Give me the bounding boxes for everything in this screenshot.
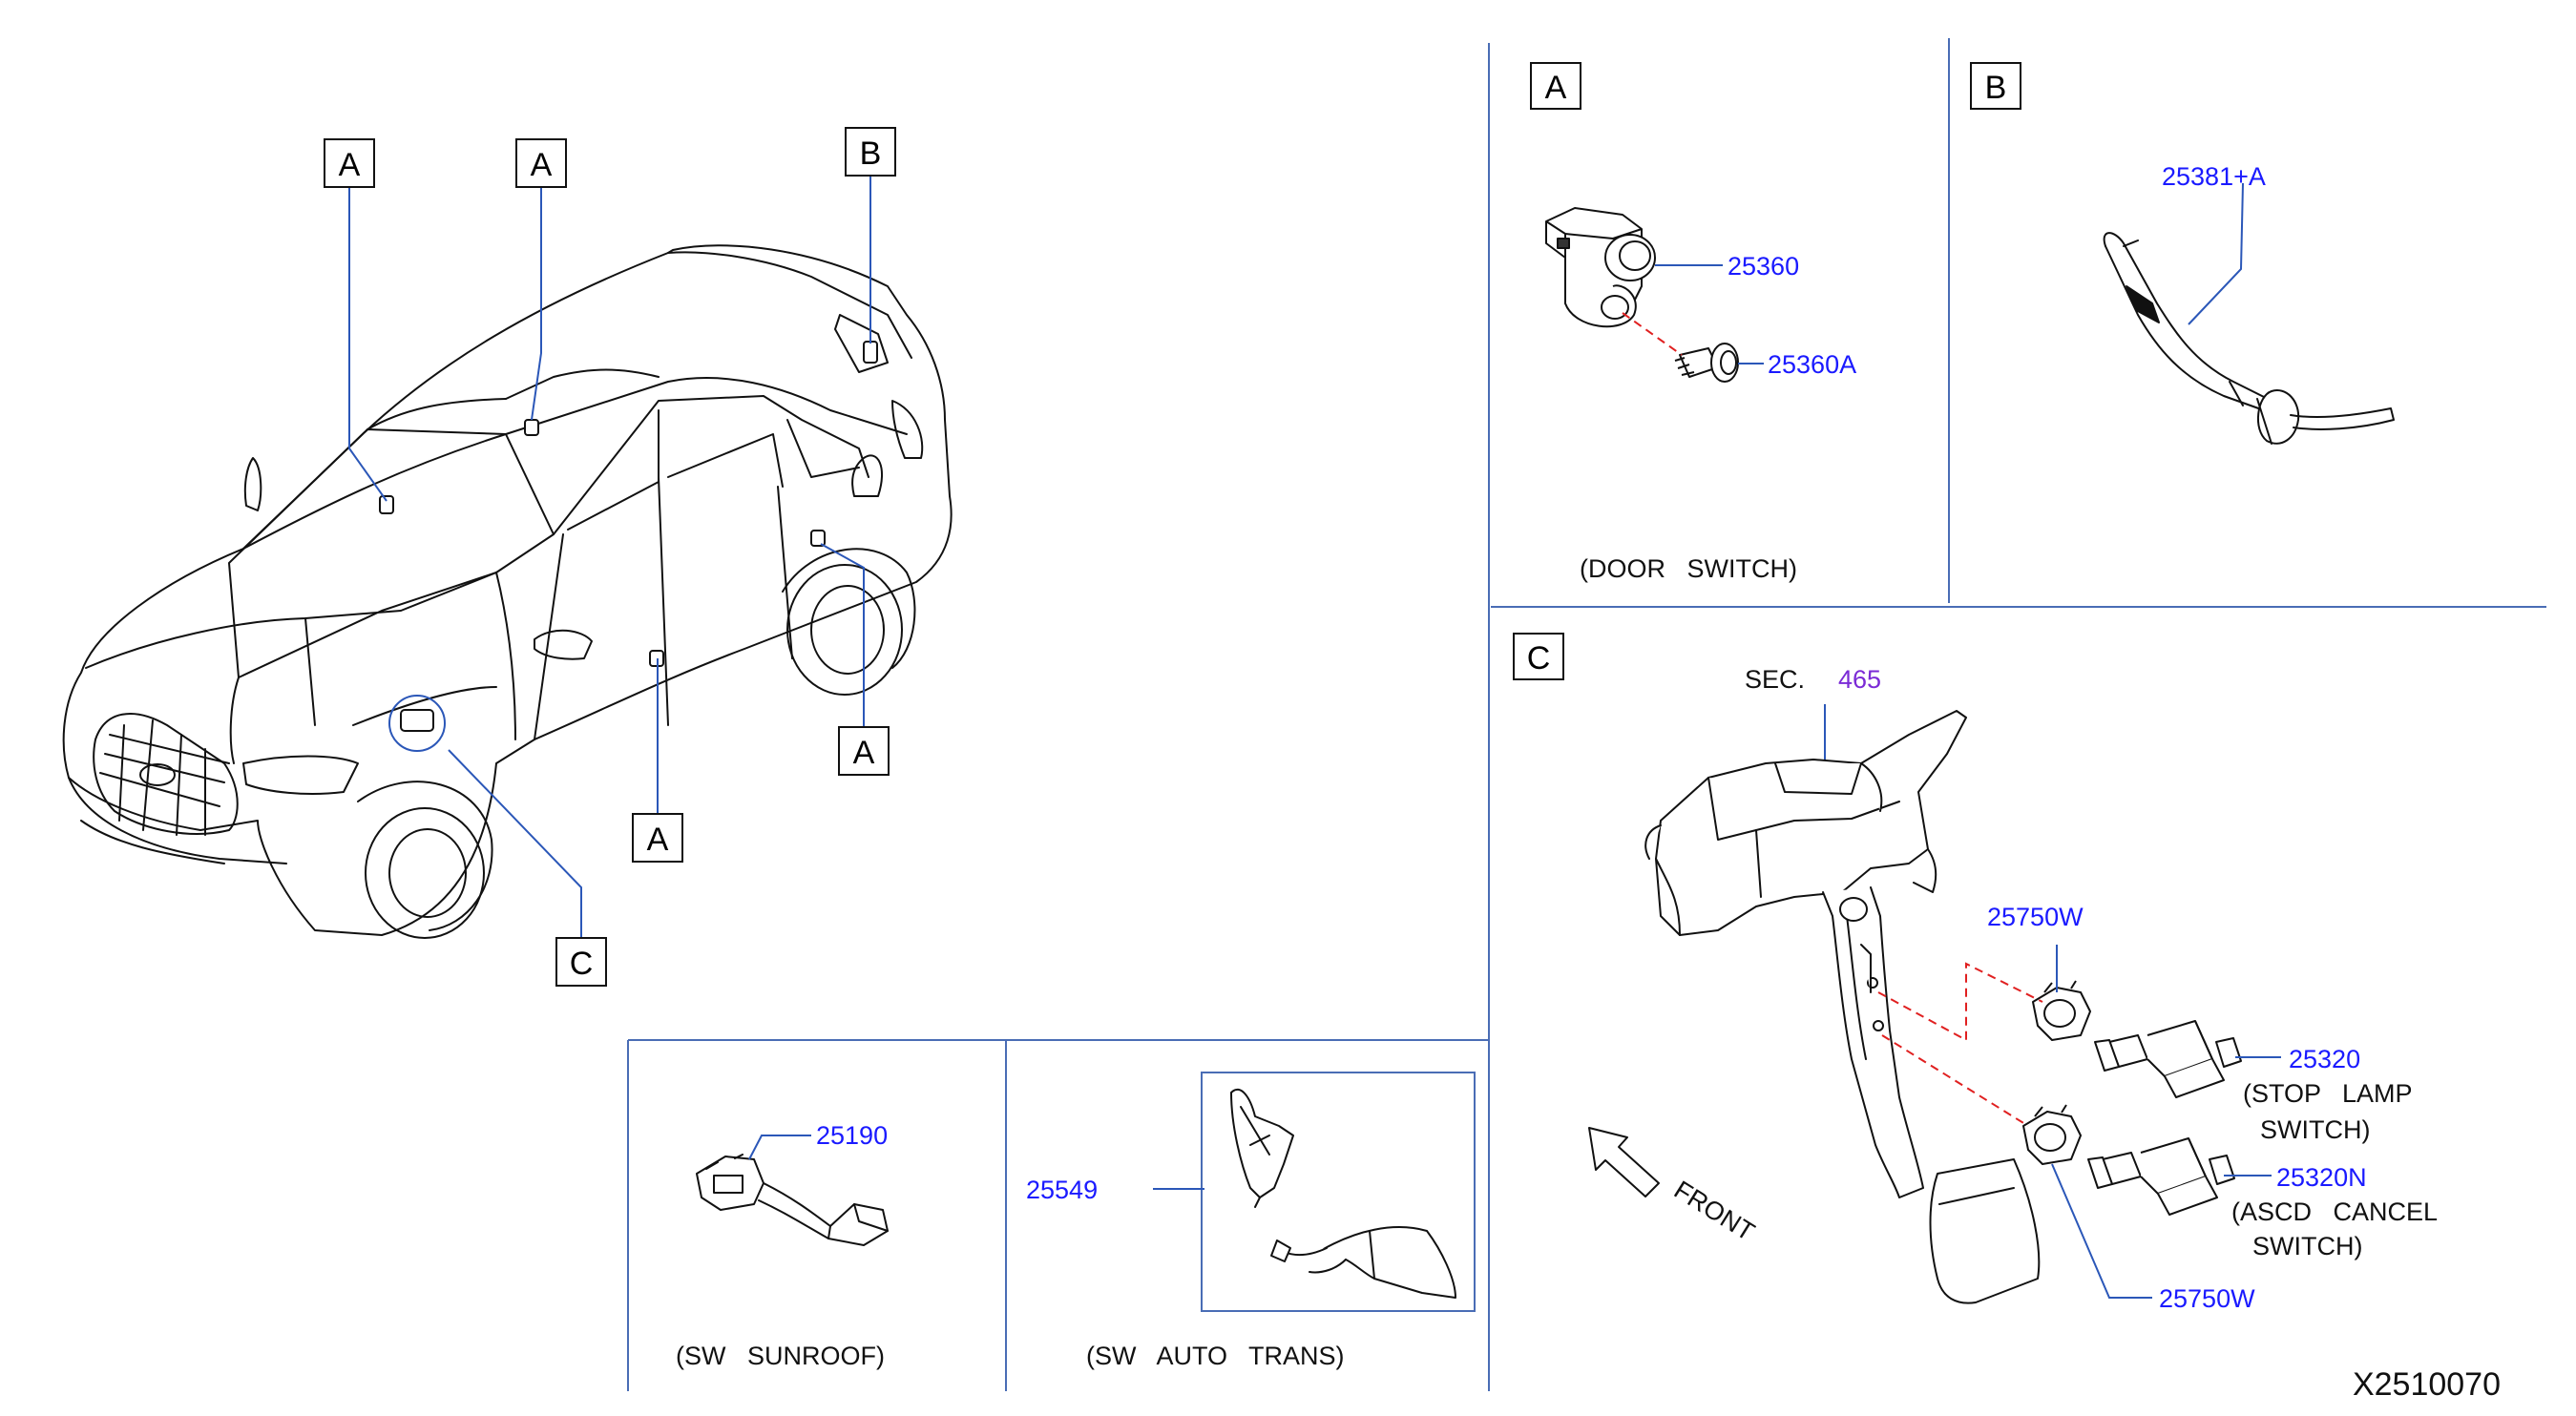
pedal-hidden-lines [1877, 962, 2043, 1127]
front-label: FRONT [1669, 1176, 1760, 1247]
harness-drawing [2103, 232, 2395, 445]
svg-text:B: B [1985, 70, 2007, 106]
sunroof-leader [748, 1135, 811, 1160]
stop-lamp-caption-line1: (STOP LAMP [2243, 1079, 2413, 1108]
svg-text:C: C [570, 946, 594, 982]
panel-c-header: C [1513, 633, 1564, 680]
callout-c: C [555, 937, 607, 987]
callout-a4: A [632, 813, 683, 863]
diagram-code: X2510070 [2353, 1366, 2501, 1403]
svg-text:A: A [647, 822, 669, 858]
pedal-switches-drawing [2022, 980, 2242, 1216]
part-number-25190: 25190 [816, 1121, 888, 1150]
stop-lamp-caption-line2: SWITCH) [2260, 1115, 2370, 1144]
part-number-25360: 25360 [1728, 252, 1799, 281]
ascd-caption-line2: SWITCH) [2252, 1232, 2362, 1260]
panel-a-header: A [1530, 62, 1581, 110]
sec-number: 465 [1838, 665, 1881, 694]
auto-trans-caption: (SW AUTO TRANS) [1086, 1342, 1345, 1370]
ascd-caption-line1: (ASCD CANCEL [2231, 1197, 2438, 1226]
pedal-switch-mark [400, 709, 434, 732]
front-arrow-icon [1588, 1127, 1660, 1197]
part-number-25381a: 25381+A [2162, 162, 2266, 191]
svg-text:A: A [853, 735, 875, 771]
vehicle-leaders [348, 174, 871, 938]
callout-b: B [845, 127, 896, 177]
sunroof-switch-mark [863, 341, 878, 364]
detail-c-circle [388, 695, 446, 752]
harness-leader [2188, 182, 2244, 325]
door-switch-drawing [1545, 207, 1739, 383]
door-switch-leaders [1655, 264, 1764, 364]
callout-a2: A [515, 138, 567, 188]
sunroof-caption: (SW SUNROOF) [676, 1342, 885, 1370]
vehicle-illustration [62, 244, 953, 939]
sec-label: SEC. [1745, 665, 1805, 694]
pedal-assembly-drawing [1644, 710, 2041, 1304]
svg-text:B: B [860, 135, 882, 172]
part-number-25750w-upper: 25750W [1987, 903, 2084, 931]
door-switch-mark-1 [379, 495, 394, 514]
svg-text:C: C [1527, 640, 1551, 677]
panel-b-header: B [1970, 62, 2021, 110]
door-switch-mark-2 [524, 419, 539, 436]
part-number-25320: 25320 [2289, 1045, 2360, 1073]
auto-trans-switch-drawing [1230, 1088, 1456, 1299]
part-number-25320n: 25320N [2276, 1163, 2367, 1192]
door-switch-mark-3 [810, 530, 826, 547]
part-number-25750w-lower: 25750W [2159, 1284, 2255, 1313]
part-number-25549: 25549 [1026, 1176, 1098, 1204]
part-number-25360a: 25360A [1768, 350, 1856, 379]
callout-a1: A [324, 138, 375, 188]
svg-text:A: A [1545, 70, 1567, 106]
door-switch-caption: (DOOR SWITCH) [1580, 554, 1797, 583]
pedal-leaders [2051, 945, 2281, 1299]
callout-a3: A [838, 726, 890, 776]
svg-text:A: A [339, 147, 361, 183]
panel-frame [627, 38, 2546, 1391]
sunroof-switch-drawing [696, 1154, 889, 1246]
svg-text:A: A [531, 147, 553, 183]
door-switch-hidden-line [1622, 312, 1683, 356]
